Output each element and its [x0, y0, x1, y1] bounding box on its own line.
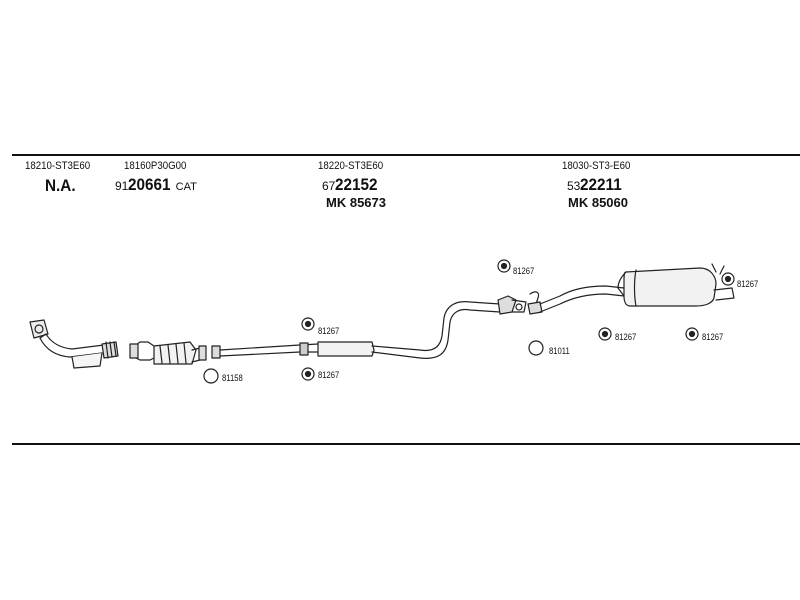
catalytic-converter [129, 341, 207, 365]
part-number-catalytic-converter: 18160P30G00 [124, 160, 187, 172]
rear-muffler-mk-number: 85060 [591, 195, 628, 210]
rear-muffler [527, 263, 735, 315]
bottom-divider-line [12, 443, 800, 445]
hanger-rubber-icon-5 [685, 327, 699, 341]
center-pipe-mk-number: 85673 [349, 195, 386, 210]
front-pipe-code: N.A. [45, 176, 76, 195]
center-pipe-code-prefix: 67 [322, 179, 336, 193]
rear-muffler-code-prefix: 53 [567, 179, 581, 193]
catalytic-converter-code-suffix: CAT [175, 181, 197, 193]
rear-muffler-code-main: 22211 [580, 175, 623, 194]
front-pipe [29, 319, 119, 369]
callout-label-81267-f: 81267 [737, 279, 759, 289]
part-number-front-pipe: 18210-ST3E60 [25, 160, 91, 172]
catalytic-converter-code-prefix: 91 [115, 179, 129, 193]
callout-label-81011: 81011 [549, 346, 570, 356]
center-pipe-mk-code: MK 85673 [326, 195, 386, 210]
rear-muffler-mk-prefix: MK [568, 195, 589, 210]
center-pipe-code: 6722152 [322, 175, 383, 195]
hanger-rubber-icon-2 [301, 367, 315, 381]
top-divider-line [12, 154, 800, 156]
callout-label-81267-d: 81267 [615, 332, 637, 342]
callout-label-81158: 81158 [222, 373, 243, 383]
center-pipe-mk-prefix: MK [326, 195, 347, 210]
gasket-ring-icon-2 [528, 340, 544, 356]
hanger-rubber-icon-3 [497, 259, 511, 273]
center-pipe [211, 301, 501, 359]
rear-muffler-code: 5322211 [567, 175, 627, 195]
center-pipe-code-main: 22152 [335, 175, 378, 194]
part-number-center-pipe: 18220-ST3E60 [318, 160, 384, 172]
callout-label-81267-c: 81267 [513, 266, 535, 276]
hanger-rubber-icon-4 [598, 327, 612, 341]
hanger-rubber-icon-1 [301, 317, 315, 331]
catalytic-converter-code: 9120661 CAT [115, 175, 197, 195]
callout-label-81267-a: 81267 [318, 326, 340, 336]
callout-label-81267-b: 81267 [318, 370, 340, 380]
catalytic-converter-code-main: 20661 [128, 175, 171, 194]
center-flange [497, 295, 527, 315]
rear-muffler-mk-code: MK 85060 [568, 195, 628, 210]
part-number-rear-muffler: 18030-ST3-E60 [562, 160, 631, 172]
gasket-ring-icon-1 [203, 368, 219, 384]
hanger-rubber-icon-6 [721, 272, 735, 286]
callout-label-81267-e: 81267 [702, 332, 724, 342]
